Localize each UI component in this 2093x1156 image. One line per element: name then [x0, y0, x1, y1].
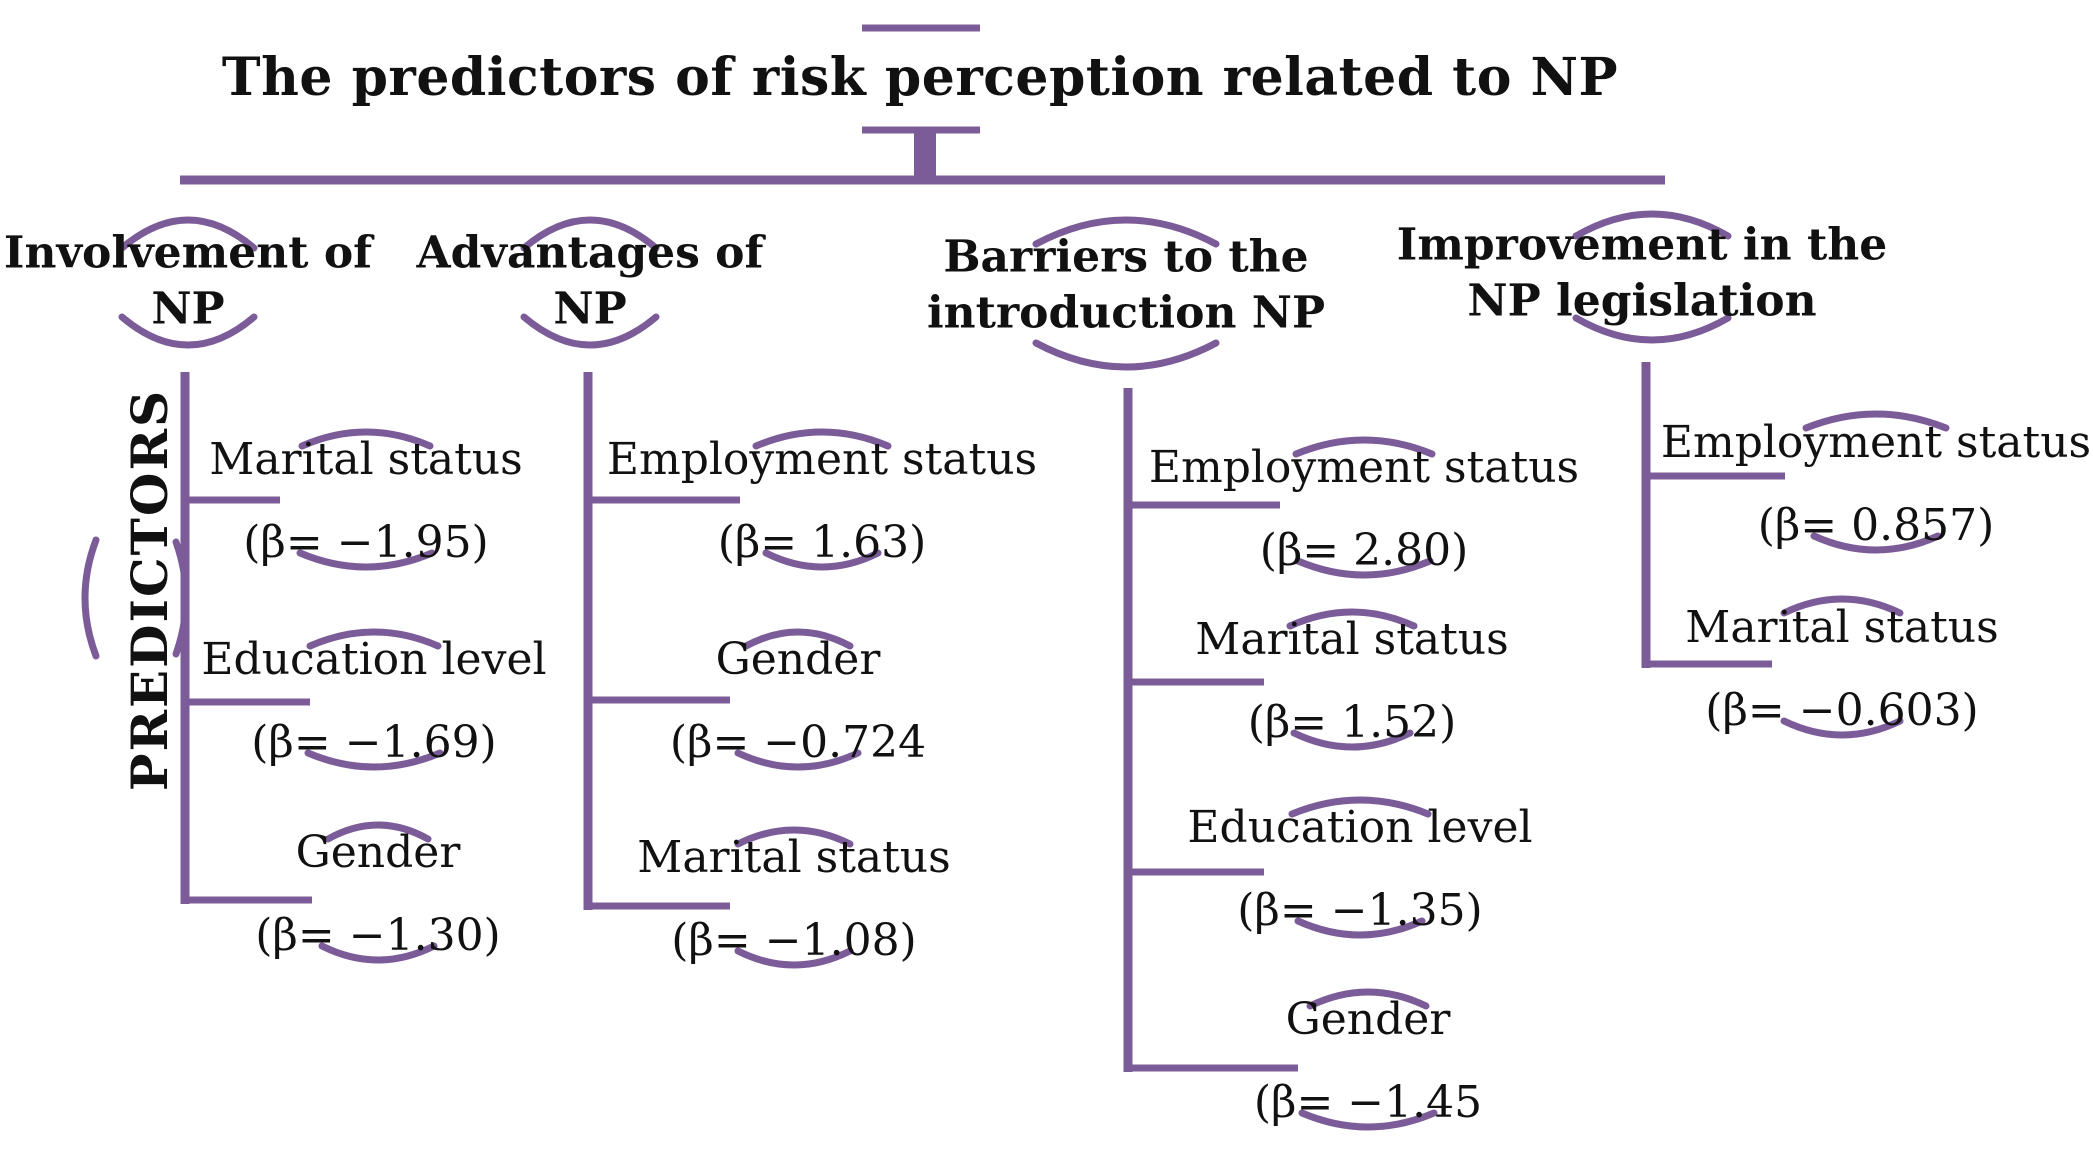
- beta-decoration-arc: [1290, 729, 1414, 751]
- predictor-beta: (β= −1.08): [671, 915, 917, 966]
- beta-decoration-arc: [734, 947, 854, 969]
- predictor-beta: (β= −1.95): [243, 517, 489, 568]
- category-bracket-bottom: [520, 313, 660, 349]
- predictor-beta: (β= −0.724: [669, 717, 927, 768]
- predictor-label: Gender: [295, 827, 461, 878]
- category-bracket-top: [1032, 216, 1220, 248]
- category-bracket-top: [1572, 210, 1732, 240]
- label-decoration-arc: [1292, 436, 1436, 458]
- beta-decoration-arc: [1298, 1109, 1438, 1131]
- category-heading-advantages: Advantages of NP: [416, 227, 764, 335]
- predictor-beta: (β= −1.45: [1253, 1077, 1483, 1128]
- predictor-label: Marital status: [1685, 602, 1999, 653]
- diagram-title: The predictors of risk perception relate…: [221, 47, 1619, 108]
- label-decoration-arc: [1802, 410, 1950, 432]
- predictor-label: Gender: [1285, 994, 1451, 1045]
- beta-decoration-arc: [734, 749, 862, 771]
- side-label-bracket-left: [81, 536, 100, 660]
- category-heading-legislation: Improvement in the NP legislation: [1396, 219, 1888, 327]
- beta-decoration-arc: [296, 549, 436, 571]
- predictor-beta: (β= 2.80): [1259, 525, 1469, 576]
- predictor-beta: (β= 1.63): [717, 517, 927, 568]
- predictor-beta: (β= −1.35): [1237, 885, 1483, 936]
- beta-decoration-arc: [762, 549, 882, 571]
- predictor-beta: (β= −1.30): [255, 910, 501, 961]
- label-decoration-arc: [306, 628, 442, 650]
- category-bracket-bottom: [118, 313, 258, 349]
- predictor-label: Education level: [1187, 802, 1533, 853]
- predictor-label: Marital status: [637, 832, 951, 883]
- predictor-label: Employment status: [606, 434, 1038, 485]
- beta-decoration-arc: [318, 942, 438, 964]
- predictor-label: Marital status: [1195, 614, 1509, 665]
- beta-decoration-arc: [1810, 532, 1942, 554]
- category-bracket-top: [520, 216, 660, 252]
- predictor-label: Gender: [715, 634, 881, 685]
- label-decoration-arc: [1286, 608, 1418, 630]
- category-bracket-bottom: [1032, 339, 1220, 371]
- beta-decoration-arc: [304, 749, 444, 771]
- category-heading-involvement: Involvement of NP: [3, 227, 373, 335]
- label-decoration-arc: [742, 628, 854, 650]
- label-decoration-arc: [1288, 796, 1432, 818]
- category-bracket-bottom: [1572, 314, 1732, 344]
- predictor-label: Education level: [201, 634, 547, 685]
- category-bracket-top: [118, 216, 258, 252]
- category-heading-barriers: Barriers to the introduction NP: [926, 231, 1326, 339]
- label-decoration-arc: [1780, 595, 1904, 617]
- predictor-label: Employment status: [1660, 417, 2092, 468]
- beta-decoration-arc: [1294, 557, 1434, 579]
- predictor-beta: (β= −1.69): [251, 717, 497, 768]
- predictor-label: Employment status: [1148, 442, 1580, 493]
- label-decoration-arc: [298, 428, 434, 450]
- predictor-beta: (β= −0.603): [1705, 685, 1979, 736]
- beta-decoration-arc: [1780, 717, 1904, 739]
- predictor-beta: (β= 1.52): [1247, 697, 1457, 748]
- predictor-beta: (β= 0.857): [1757, 500, 1995, 551]
- predictors-side-label: PREDICTORS: [120, 388, 179, 792]
- label-decoration-arc: [734, 826, 854, 848]
- beta-decoration-arc: [1294, 917, 1426, 939]
- label-decoration-arc: [324, 821, 432, 843]
- label-decoration-arc: [1306, 988, 1430, 1010]
- label-decoration-arc: [752, 428, 892, 450]
- predictor-label: Marital status: [209, 434, 523, 485]
